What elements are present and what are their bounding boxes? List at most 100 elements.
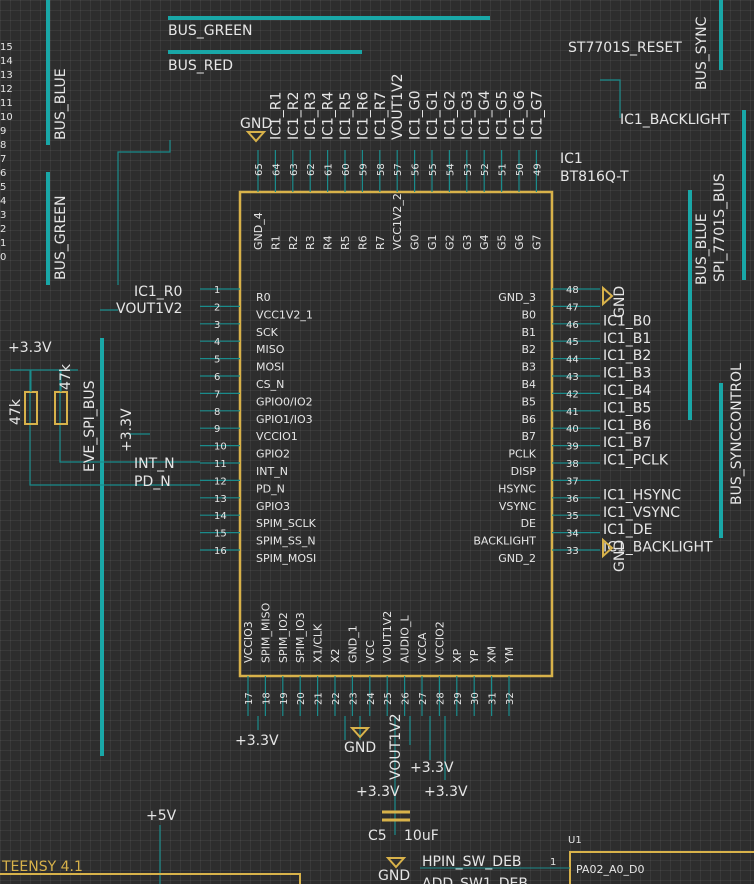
top-pin-number: 60 — [341, 163, 352, 176]
bottom-pin-number: 24 — [366, 692, 377, 705]
top-pin-name: R5 — [339, 235, 352, 250]
right-net-label[interactable]: IC1_DE — [603, 522, 652, 538]
top-net-label[interactable]: IC1_R5 — [338, 92, 354, 140]
right-pin-number: 33 — [566, 546, 579, 557]
top-pin-number: 63 — [289, 163, 300, 176]
label-bus-blue-left[interactable]: BUS_BLUE — [53, 68, 69, 140]
top-net-label[interactable]: IC1_G6 — [512, 90, 528, 140]
top-pin-name: G7 — [530, 234, 543, 250]
label-next-net[interactable]: ADD_SW1_DEB — [422, 876, 528, 884]
top-net-label[interactable]: IC1_R3 — [303, 92, 319, 140]
right-pin-number: 39 — [566, 442, 579, 453]
top-pin-number: 51 — [498, 163, 509, 176]
top-net-label[interactable]: IC1_G7 — [529, 90, 545, 140]
label-bus-blue-right[interactable]: BUS_BLUE — [694, 213, 710, 285]
ic1-body[interactable] — [238, 190, 554, 678]
top-pin-name: R2 — [287, 235, 300, 250]
bottom-pin-number: 26 — [401, 692, 412, 705]
left-bus-digit: 14 — [0, 56, 13, 67]
right-net-label[interactable]: IC1_B3 — [603, 366, 651, 382]
right-net-label[interactable]: IC1_B7 — [603, 435, 651, 451]
top-pin-number: 50 — [515, 163, 526, 176]
label-ic1-r0[interactable]: IC1_R0 — [134, 284, 182, 300]
right-net-label[interactable]: IC1_HSYNC — [603, 487, 681, 503]
top-net-label[interactable]: IC1_G1 — [425, 90, 441, 140]
right-net-label[interactable]: IC1_B6 — [603, 418, 651, 434]
wire-int — [59, 370, 200, 463]
top-net-label[interactable]: IC1_G0 — [408, 90, 424, 140]
label-teensy[interactable]: TEENSY 4.1 — [1, 859, 83, 875]
top-net-label[interactable]: IC1_R1 — [268, 92, 284, 140]
right-pin-number: 48 — [566, 285, 579, 296]
top-pins: 65GND_464R163R262R361R460R559R658R757VCC… — [252, 150, 543, 250]
top-net-label[interactable]: IC1_R4 — [321, 91, 337, 140]
top-net-label[interactable]: IC1_R2 — [286, 92, 302, 140]
label-designator: IC1 — [560, 151, 583, 167]
label-spi-bus-right[interactable]: SPI_7701S_BUS — [712, 173, 728, 282]
label-bus-green-top[interactable]: BUS_GREEN — [168, 23, 252, 39]
label-vout1v2-left[interactable]: VOUT1V2 — [116, 301, 183, 317]
label-bus-sync[interactable]: BUS_SYNC — [694, 16, 710, 90]
bottom-pin-name: VCCA — [416, 632, 429, 663]
right-pin-name: B4 — [521, 378, 536, 391]
wire-ic1-r0 — [117, 140, 171, 285]
top-net-label[interactable]: IC1_G2 — [442, 90, 458, 140]
resistor-2[interactable] — [54, 391, 68, 425]
label-hpin[interactable]: HPIN_SW_DEB — [422, 854, 522, 870]
right-net-label[interactable]: IC1_B1 — [603, 331, 651, 347]
left-pin-name: SCK — [256, 326, 279, 339]
label-bus-green-left[interactable]: BUS_GREEN — [53, 196, 69, 280]
label-bus-red[interactable]: BUS_RED — [168, 58, 233, 74]
label-pd-n[interactable]: PD_N — [134, 474, 171, 490]
label-int-n[interactable]: INT_N — [134, 456, 175, 472]
left-pin-number: 11 — [214, 459, 227, 470]
top-pin-number: 53 — [463, 163, 474, 176]
label-ic1-backlight-top[interactable]: IC1_BACKLIGHT — [620, 112, 730, 128]
resistor-1[interactable] — [24, 391, 38, 425]
top-pin-number: 65 — [254, 163, 265, 176]
label-st-reset[interactable]: ST7701S_RESET — [568, 40, 682, 56]
top-net-label[interactable]: IC1_G5 — [495, 90, 511, 140]
bottom-pin-name: SPIM_IO2 — [277, 612, 290, 663]
gnd-bottom-symbol — [349, 727, 371, 739]
u1-body[interactable] — [569, 851, 754, 884]
top-net-label[interactable]: IC1_R6 — [355, 91, 371, 140]
right-net-label[interactable]: IC1_PCLK — [603, 453, 669, 469]
right-net-label[interactable]: IC1_B4 — [603, 383, 651, 399]
right-net-label[interactable]: IC1_BACKLIGHT — [603, 540, 713, 556]
bus-lines — [46, 0, 746, 756]
top-net-label[interactable]: VOUT1V2 — [390, 73, 406, 140]
label-3v3-left: +3.3V — [8, 340, 52, 356]
gnd-right-symbol-b — [602, 537, 614, 559]
top-net-label[interactable]: IC1_G4 — [477, 90, 493, 140]
top-pin-name: G4 — [478, 234, 491, 250]
right-net-label[interactable]: IC1_B2 — [603, 348, 651, 364]
bottom-pin-number: 20 — [296, 692, 307, 705]
right-pin-name: B7 — [521, 430, 536, 443]
bottom-pin-number: 23 — [348, 692, 359, 705]
left-pin-number: 15 — [214, 529, 227, 540]
teensy-body[interactable] — [0, 873, 301, 884]
right-pin-name: B6 — [521, 413, 536, 426]
label-bus-synccontrol[interactable]: BUS_SYNCCONTROL — [729, 363, 745, 505]
bottom-pin-name: GND_1 — [346, 625, 359, 663]
label-vout-bottom[interactable]: VOUT1V2 — [388, 713, 404, 780]
top-net-label[interactable]: IC1_G3 — [460, 90, 476, 140]
left-bus-digit: 12 — [0, 84, 13, 95]
right-pin-number: 47 — [566, 302, 579, 313]
bottom-pins: 17VCCIO318SPIM_MISO19SPIM_IO220SPIM_IO32… — [242, 602, 516, 716]
bottom-pin-name: XP — [451, 648, 464, 663]
bottom-pin-number: 21 — [314, 692, 325, 705]
right-pin-name: DE — [521, 517, 536, 530]
right-net-label[interactable]: IC1_VSYNC — [603, 505, 680, 521]
label-eve-spi-bus[interactable]: EVE_SPI_BUS — [82, 380, 98, 472]
right-net-label[interactable]: IC1_B5 — [603, 400, 651, 416]
right-net-label[interactable]: IC1_B0 — [603, 313, 651, 329]
left-pin-name: PD_N — [256, 482, 285, 495]
right-pin-number: 46 — [566, 320, 579, 331]
top-net-label[interactable]: IC1_R7 — [373, 92, 389, 140]
left-pin-number: 6 — [214, 372, 220, 383]
